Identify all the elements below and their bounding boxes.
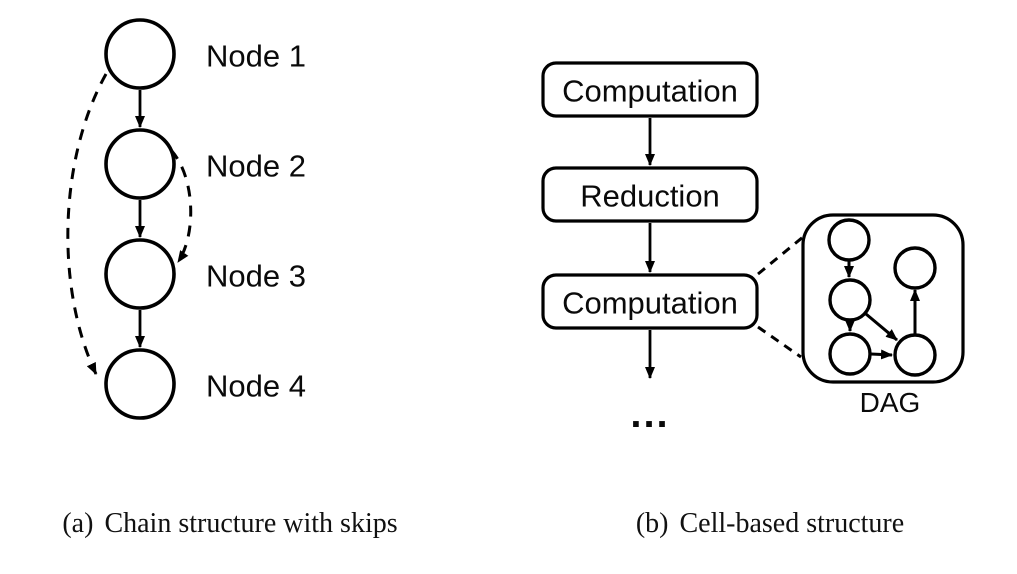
chain-structure-diagram: Node 1 Node 2 Node 3 Node 4 xyxy=(66,18,306,420)
caption-a-index: (a) xyxy=(62,508,94,539)
dag-node-5 xyxy=(893,333,937,377)
node-label-2: Node 2 xyxy=(206,149,306,184)
dag-node-4 xyxy=(828,332,872,376)
skip-edge-node1-node4 xyxy=(66,73,108,375)
dag-node-2 xyxy=(893,246,937,290)
zoom-connector-bottom xyxy=(757,325,802,359)
cell-box-label-2: Reduction xyxy=(580,179,720,214)
node-circle-4 xyxy=(104,348,176,420)
dag-arrow-4-5 xyxy=(870,349,893,360)
caption-a-text: Chain structure with skips xyxy=(104,508,398,539)
node-circle-3 xyxy=(104,238,176,310)
dag-label: DAG xyxy=(860,387,921,418)
cell-box-label-1: Computation xyxy=(562,74,738,109)
zoom-connector-top xyxy=(757,235,804,276)
ellipsis: ... xyxy=(630,392,669,436)
caption-a: (a) Chain structure with skips xyxy=(0,508,460,540)
node-circle-1 xyxy=(104,18,176,90)
dag-node-1 xyxy=(827,218,871,262)
caption-b: (b) Cell-based structure xyxy=(540,508,1000,540)
dag-container xyxy=(801,213,965,384)
caption-b-text: Cell-based structure xyxy=(679,508,905,539)
cell-structure-diagram: Computation Reduction Computation ... DA… xyxy=(541,61,965,436)
caption-b-index: (b) xyxy=(635,508,669,539)
node-label-4: Node 4 xyxy=(206,369,306,404)
skip-edge-node2-node3 xyxy=(169,149,193,263)
node-circle-2 xyxy=(104,128,176,200)
cell-box-reduction xyxy=(541,166,759,223)
dag-node-3 xyxy=(828,278,872,322)
cell-box-computation-2 xyxy=(541,273,759,330)
cell-box-label-3: Computation xyxy=(562,286,738,321)
node-label-3: Node 3 xyxy=(206,259,306,294)
dag-arrow-3-5 xyxy=(865,312,898,342)
node-label-1: Node 1 xyxy=(206,39,306,74)
cell-box-computation-1 xyxy=(541,61,759,118)
